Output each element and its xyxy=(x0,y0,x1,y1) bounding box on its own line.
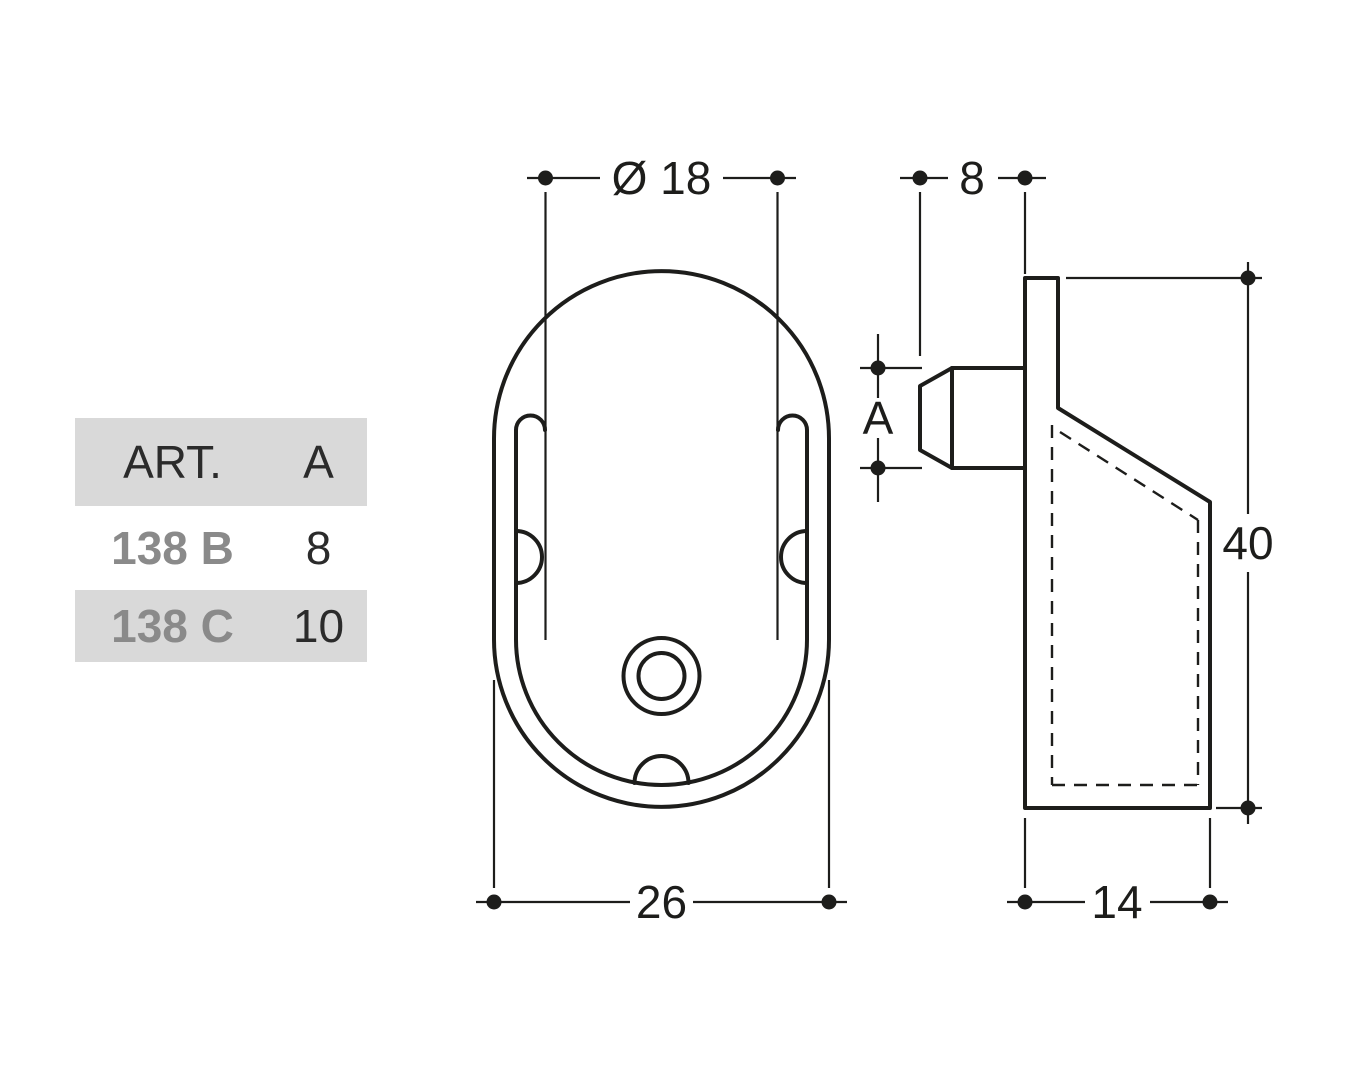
spec-header-a: A xyxy=(303,436,334,488)
diameter-label: Ø 18 xyxy=(612,152,712,204)
spec-art-code: 138 C xyxy=(111,600,234,652)
height-label: 40 xyxy=(1222,517,1273,569)
side-view xyxy=(918,276,1212,810)
spec-table-row-138c: 138 C 10 xyxy=(75,590,367,662)
dimension-diameter-18: Ø 18 xyxy=(527,152,796,640)
flange-inner-wall xyxy=(514,413,809,787)
left-notch xyxy=(514,529,544,585)
dimension-depth-8: 8 xyxy=(900,152,1046,356)
dimension-a: A xyxy=(860,334,922,502)
screw-hole-inner xyxy=(636,651,687,701)
spec-header-art: ART. xyxy=(123,436,222,488)
bottom-notch xyxy=(632,754,691,785)
spec-a-value: 10 xyxy=(292,600,345,652)
spec-a-value: 8 xyxy=(305,522,332,574)
dimension-width-26: 26 xyxy=(476,680,847,928)
base-label: 14 xyxy=(1091,876,1142,928)
spec-table: ART. A 138 B 8 138 C 10 xyxy=(75,418,367,662)
spec-table-row-138b: 138 B 8 xyxy=(75,506,367,590)
bracket-outline xyxy=(1023,276,1212,810)
spec-table-header-row: ART. A xyxy=(75,418,367,506)
width-label: 26 xyxy=(636,876,687,928)
screw-hole-outer xyxy=(621,636,702,716)
front-view xyxy=(492,269,831,809)
dimension-base-14: 14 xyxy=(1007,818,1228,928)
hidden-slant xyxy=(1059,430,1199,522)
right-notch xyxy=(779,529,809,585)
spec-art-code: 138 B xyxy=(111,522,234,574)
a-dimension-label: A xyxy=(863,392,894,444)
depth-label: 8 xyxy=(959,152,985,204)
dimension-height-40: 40 xyxy=(1066,262,1274,824)
tube-stub xyxy=(918,366,1027,470)
flange-outer-contour xyxy=(492,269,831,809)
